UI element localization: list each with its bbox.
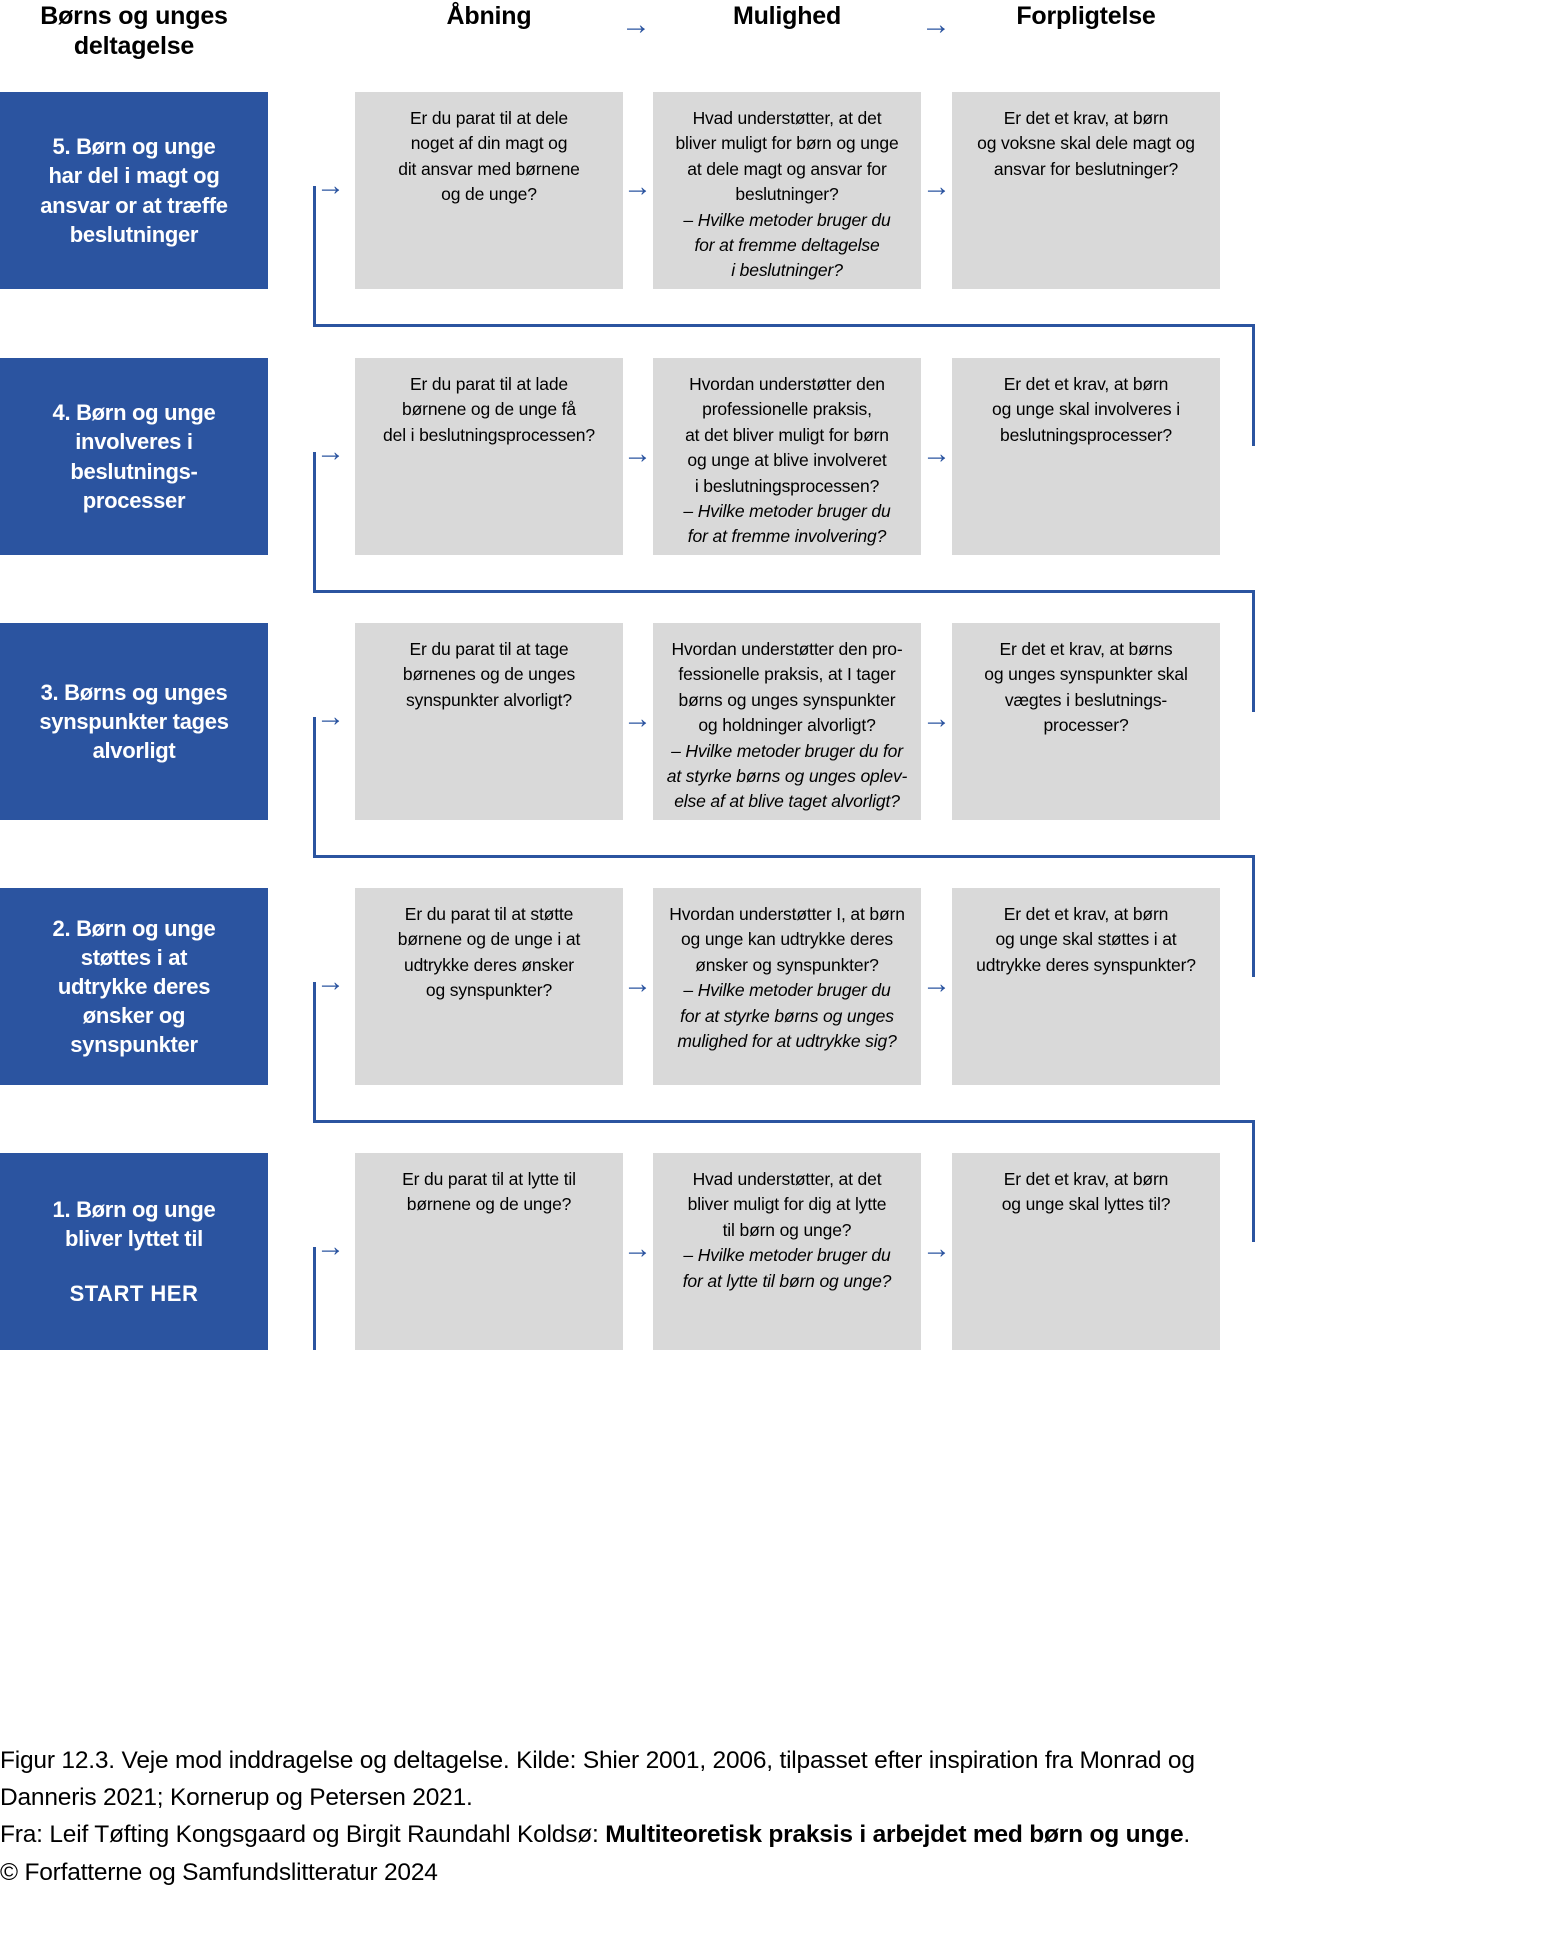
caption-line-3-suffix: .: [1183, 1821, 1190, 1849]
arrow-right-icon-row2-1: →: [623, 968, 652, 1000]
caption-line-1: Figur 12.3. Veje mod inddragelse og delt…: [0, 1747, 1195, 1774]
arrow-right-icon-header-1: →: [621, 8, 651, 41]
figure-caption: Figur 12.3. Veje mod inddragelse og delt…: [0, 1742, 1540, 1891]
connector-run: [313, 855, 1254, 858]
arrow-right-icon-connector-5: →: [316, 170, 345, 202]
caption-line-3-prefix: Fra: Leif Tøfting Kongsgaard og Birgit R…: [0, 1821, 606, 1849]
connector-riser: [1252, 324, 1255, 446]
arrow-right-icon-row5-1: →: [623, 171, 652, 203]
header-col-participation-line2: deltagelse: [73, 31, 195, 60]
arrow-right-icon-connector-1: →: [316, 1231, 345, 1263]
connector-drop: [313, 1247, 316, 1350]
arrow-right-icon-connector-3: →: [316, 701, 345, 733]
connector-riser: [1252, 590, 1255, 712]
connector-drop: [313, 982, 316, 1122]
connector-run: [313, 324, 1254, 327]
connector-drop: [313, 186, 316, 326]
caption-line-2: Danneris 2021; Kornerup og Petersen 2021…: [0, 1784, 473, 1812]
arrow-right-icon-row4-2: →: [922, 438, 951, 470]
header-col-possibility: Mulighed: [732, 2, 842, 30]
header-col-opening: Åbning: [446, 2, 532, 30]
connector-run: [313, 1120, 1254, 1123]
header-col-obligation: Forpligtelse: [1016, 2, 1156, 30]
arrow-right-icon-row3-1: →: [623, 703, 652, 735]
arrow-right-icon-connector-4: →: [316, 436, 345, 468]
arrow-right-icon-row4-1: →: [623, 438, 652, 470]
header-col-participation: Børns og unges deltagelse: [0, 2, 268, 61]
arrow-right-icon-row5-2: →: [922, 171, 951, 203]
arrow-right-icon-row2-2: →: [922, 968, 951, 1000]
header-col-participation-line1: Børns og unges: [40, 2, 228, 30]
arrow-right-icon-header-2: →: [921, 8, 951, 41]
connector-riser: [1252, 855, 1255, 977]
arrow-right-icon-row3-2: →: [922, 703, 951, 735]
column-header-row: Børns og unges deltagelse Åbning → Mulig…: [0, 0, 1566, 78]
start-here-label: START HER: [69, 1281, 199, 1307]
connector-drop: [313, 717, 316, 857]
connector-drop: [313, 452, 316, 592]
caption-book-title: Multiteoretisk praksis i arbejdet med bø…: [605, 1821, 1184, 1849]
caption-line-3: Fra: Leif Tøfting Kongsgaard og Birgit R…: [0, 1816, 1540, 1853]
question-box-3-possibility-main: Hvordan understøtter den pro-fessionelle…: [671, 639, 903, 736]
arrow-right-icon-row1-2: →: [922, 1233, 951, 1265]
connector-run: [313, 590, 1254, 593]
caption-line-4: © Forfatterne og Samfundslitteratur 2024: [0, 1858, 438, 1886]
connector-riser: [1252, 1120, 1255, 1242]
question-box-3-possibility[interactable]: Hvordan understøtter den pro-fessionelle…: [653, 623, 921, 820]
arrow-right-icon-connector-2: →: [316, 966, 345, 998]
arrow-right-icon-row1-1: →: [623, 1233, 652, 1265]
